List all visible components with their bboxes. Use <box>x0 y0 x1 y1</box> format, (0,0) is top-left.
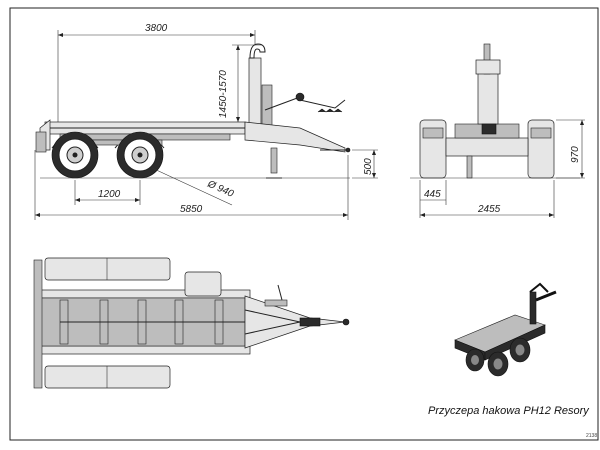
dimension-hook-height: 1450-1570 <box>218 70 229 118</box>
dimension-front-offset: 445 <box>424 189 441 200</box>
drawing-caption: Przyczepa hakowa PH12 Resory <box>428 405 590 417</box>
top-view <box>33 257 350 389</box>
dimension-overall-length: 5850 <box>180 204 203 215</box>
dimension-wheel-diameter: Ø 940 <box>205 178 236 200</box>
dimension-front-width: 2455 <box>477 204 501 215</box>
isometric-view <box>454 282 557 377</box>
sheet-border <box>9 7 599 441</box>
side-view: 3800 1450-1570 <box>34 23 378 220</box>
sheet-number: 2138 <box>586 433 597 439</box>
front-view: 970 445 2455 <box>410 43 585 218</box>
wheel-rear <box>51 131 99 179</box>
dimension-axle-spacing: 1200 <box>98 189 121 200</box>
dimension-front-height: 970 <box>570 146 581 163</box>
dimension-length-top: 3800 <box>145 23 168 34</box>
dimension-frame-height: 500 <box>363 158 374 175</box>
wheel-front <box>116 131 164 179</box>
